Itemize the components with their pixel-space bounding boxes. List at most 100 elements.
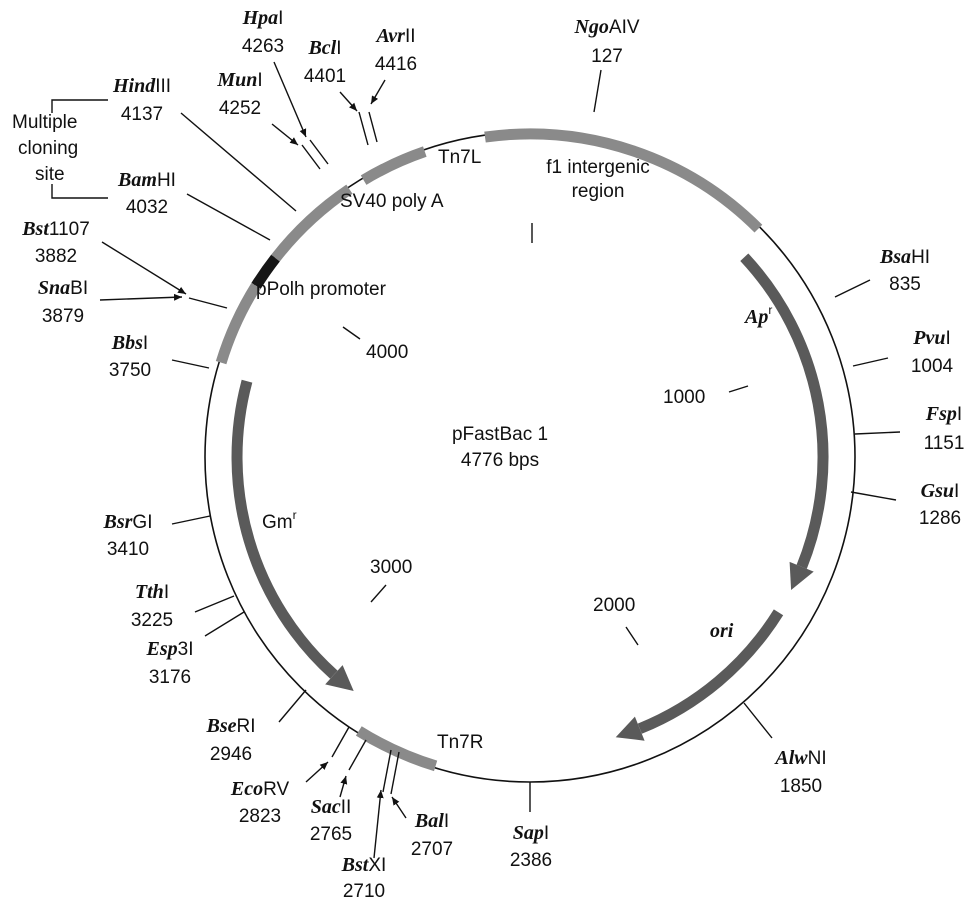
site-pos-bst1107: 3882 (35, 246, 77, 267)
gentamicin-resistance-arrow (231, 379, 338, 679)
mcs-bracket-lower (51, 184, 108, 199)
site-tick-esp3i (204, 611, 245, 637)
ori-label: ori (710, 620, 734, 642)
scale-tick-3000 (370, 584, 387, 603)
site-pos-avrii: 4416 (375, 54, 417, 75)
site-pos-tthi: 3225 (131, 610, 173, 631)
site-tick-hpai (309, 139, 329, 165)
multiple-cloning-site-segment (251, 254, 280, 289)
scale-label-1000: 1000 (663, 387, 705, 408)
site-tick-bali (382, 749, 392, 793)
leader-bcli (339, 91, 358, 112)
gm-label: Gmr (262, 508, 297, 533)
site-pos-muni: 4252 (219, 98, 261, 119)
leader-hpai (273, 61, 307, 138)
site-name-gsui: GsuI (921, 480, 960, 502)
site-name-pvui: PvuI (912, 327, 951, 349)
site-tick-alwni (743, 702, 773, 739)
ori-arrow (637, 609, 784, 734)
ampicillin-resistance-arrowhead (789, 561, 814, 590)
site-pos-fspi: 1151 (924, 433, 965, 454)
site-name-alwni: AlwNI (773, 747, 826, 769)
site-tick-avrii (368, 111, 378, 143)
mcs-label-line1: Multiple (12, 112, 77, 133)
scale-tick-1000 (728, 385, 749, 393)
site-name-bst1107: Bst1107 (21, 218, 90, 240)
sv40-label: SV40 poly A (340, 191, 444, 212)
site-pos-bali: 2707 (411, 839, 453, 860)
f1-label-line1: f1 intergenic (546, 157, 650, 178)
site-name-bali: BalI (414, 810, 449, 832)
plasmid-name: pFastBac 1 (452, 424, 548, 445)
site-name-esp3i: Esp3I (146, 638, 194, 660)
scale-label-4000: 4000 (366, 342, 408, 363)
site-name-bstxi: BstXI (341, 854, 387, 876)
site-pos-bseri: 2946 (210, 744, 252, 765)
site-name-hpai: HpaI (242, 7, 284, 29)
site-tick-fspi (854, 431, 901, 435)
site-tick-bamhi (186, 193, 271, 241)
site-pos-bcli: 4401 (304, 66, 346, 87)
site-name-bsahi: BsaHI (879, 246, 930, 268)
site-pos-gsui: 1286 (919, 508, 961, 529)
mcs-label-line3: site (35, 164, 65, 185)
site-pos-sacii: 2765 (310, 824, 352, 845)
site-name-ecorv: EcoRV (230, 778, 290, 800)
site-pos-esp3i: 3176 (149, 667, 191, 688)
site-tick-bstxi (390, 751, 400, 795)
site-pos-ecorv: 2823 (239, 806, 281, 827)
ap-label: Apr (743, 303, 772, 328)
site-tick-ngoaiv (593, 69, 602, 113)
site-tick-sacii (348, 739, 367, 771)
tn7l-label: Tn7L (438, 147, 481, 168)
mcs-label-line2: cloning (18, 138, 78, 159)
leader-muni (271, 123, 299, 146)
leader-ecorv (305, 761, 329, 783)
site-tick-gsui (850, 491, 897, 501)
site-name-bseri: BseRI (206, 715, 256, 737)
scale-tick-4000 (342, 326, 361, 340)
site-pos-bsahi: 835 (889, 274, 921, 295)
site-pos-alwni: 1850 (780, 776, 822, 797)
ampicillin-resistance-arrow (740, 253, 829, 569)
scale-label-3000: 3000 (370, 557, 412, 578)
site-pos-sapi: 2386 (510, 850, 552, 871)
site-name-bsrgi: BsrGI (103, 511, 153, 533)
site-pos-pvui: 1004 (911, 356, 954, 377)
site-name-bcli: BclI (307, 37, 341, 59)
site-tick-pvui (852, 357, 889, 367)
tn7r-segment (355, 726, 438, 772)
site-name-snabi: SnaBI (38, 277, 88, 299)
f1-intergenic-region-segment (484, 128, 763, 233)
leader-avrii (370, 79, 386, 105)
site-pos-bstxi: 2710 (343, 881, 385, 902)
leader-bst1107 (101, 241, 187, 295)
leader-bali (391, 796, 407, 819)
plasmid-size: 4776 bps (461, 450, 539, 471)
scale-tick-2000 (625, 626, 639, 646)
tn7l-segment (360, 146, 427, 185)
site-pos-hindiii: 4137 (121, 104, 163, 125)
site-tick-bsahi (834, 279, 871, 298)
site-name-hindiii: HindIII (112, 75, 171, 97)
site-name-sacii: SacII (311, 796, 352, 818)
site-tick-tthi (194, 595, 235, 613)
leader-sacii (339, 775, 348, 798)
site-pos-ngoaiv: 127 (591, 46, 623, 67)
site-name-ngoaiv: NgoAIV (573, 16, 639, 38)
scale-label-2000: 2000 (593, 595, 635, 616)
leader-bstxi (373, 789, 384, 859)
site-pos-hpai: 4263 (242, 36, 284, 57)
site-tick-hindiii (180, 112, 297, 212)
ori-arrowhead (615, 716, 645, 741)
site-pos-bamhi: 4032 (126, 197, 168, 218)
site-name-avrii: AvrII (374, 25, 415, 47)
site-tick-bbsi (171, 359, 210, 369)
site-tick-bsrgi (171, 515, 211, 525)
site-pos-bsrgi: 3410 (107, 539, 149, 560)
site-tick-snabi (188, 297, 228, 309)
site-tick-ecorv (331, 726, 350, 758)
mcs-bracket (51, 99, 108, 113)
ppolh-label: pPolh promoter (256, 279, 387, 300)
